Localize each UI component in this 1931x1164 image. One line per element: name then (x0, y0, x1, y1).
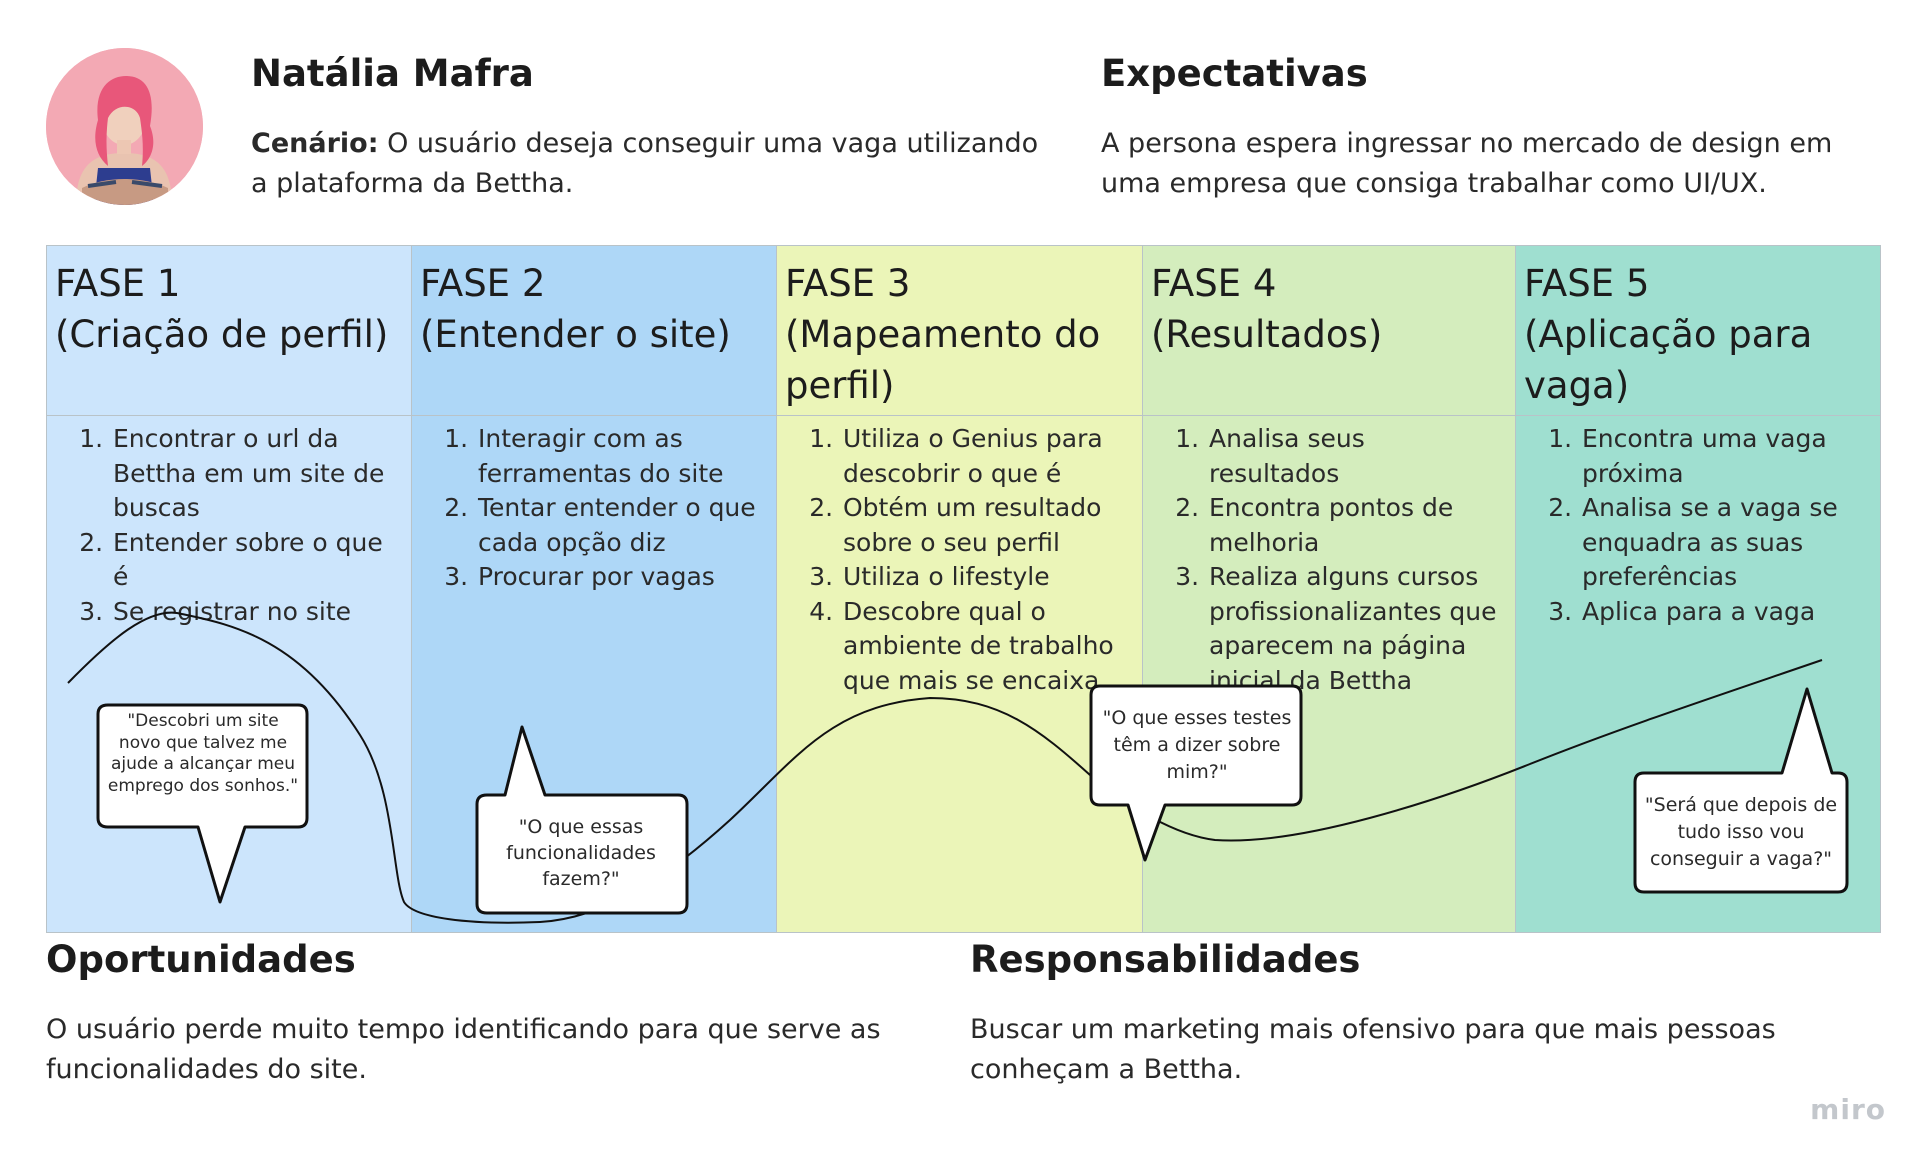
phase-3-header: FASE 3 (Mapeamento do perfil) (777, 246, 1142, 416)
phase-4-header: FASE 4 (Resultados) (1143, 246, 1515, 416)
list-item: Realiza alguns cursos profissionalizante… (1207, 560, 1501, 698)
phase-4: FASE 4 (Resultados) Analisa seus resulta… (1143, 246, 1516, 932)
phase-1: FASE 1 (Criação de perfil) Encontrar o u… (47, 246, 412, 932)
phase-1-title: FASE 1 (55, 262, 181, 305)
phase-1-header: FASE 1 (Criação de perfil) (47, 246, 411, 416)
list-item: Analisa se a vaga se enquadra as suas pr… (1580, 491, 1866, 595)
scenario-body: O usuário deseja conseguir uma vaga util… (251, 128, 1039, 199)
phase-3-steps: Utiliza o Genius para descobrir o que é … (777, 416, 1142, 698)
scenario-text: Cenário: O usuário deseja conseguir uma … (251, 124, 1041, 204)
list-item: Utiliza o Genius para descobrir o que é (841, 422, 1128, 491)
list-item: Utiliza o lifestyle (841, 560, 1128, 595)
phase-5-title: FASE 5 (1524, 262, 1650, 305)
miro-watermark: miro (1810, 1093, 1886, 1126)
phase-3-subtitle-line-1: (Mapeamento do (785, 313, 1101, 356)
expectations-title: Expectativas (1101, 52, 1368, 95)
opportunities-title: Oportunidades (46, 938, 356, 981)
phase-3-subtitle-line-2: perfil) (785, 364, 895, 407)
phase-1-steps: Encontrar o url da Bettha em um site de … (47, 416, 411, 629)
list-item: Procurar por vagas (476, 560, 762, 595)
phase-5-subtitle-line-2: vaga) (1524, 364, 1630, 407)
phase-2-header: FASE 2 (Entender o site) (412, 246, 776, 416)
persona-photo (46, 48, 203, 205)
phase-2-subtitle: (Entender o site) (420, 313, 731, 356)
list-item: Interagir com as ferramentas do site (476, 422, 762, 491)
list-item: Se registrar no site (111, 595, 397, 630)
phase-4-subtitle: (Resultados) (1151, 313, 1383, 356)
list-item: Tentar entender o que cada opção diz (476, 491, 762, 560)
list-item: Encontra pontos de melhoria (1207, 491, 1501, 560)
persona-avatar (46, 48, 203, 205)
quote-1: "Descobri um site novo que talvez me aju… (107, 711, 299, 796)
phase-3-title: FASE 3 (785, 262, 911, 305)
list-item: Entender sobre o que é (111, 526, 397, 595)
scenario-label: Cenário: (251, 128, 379, 159)
expectations-text: A persona espera ingressar no mercado de… (1101, 128, 1833, 199)
responsibilities-title: Responsabilidades (970, 938, 1361, 981)
list-item: Obtém um resultado sobre o seu perfil (841, 491, 1128, 560)
phase-4-title: FASE 4 (1151, 262, 1277, 305)
quote-2: "O que essas funcionalidades fazem?" (506, 816, 656, 890)
phase-5-subtitle-line-1: (Aplicação para (1524, 313, 1813, 356)
phase-5-header: FASE 5 (Aplicação para vaga) (1516, 246, 1880, 416)
persona-name: Natália Mafra (251, 52, 534, 95)
phase-2-title: FASE 2 (420, 262, 546, 305)
phase-5-steps: Encontra uma vaga próxima Analisa se a v… (1516, 416, 1880, 629)
responsibilities-text: Buscar um marketing mais ofensivo para q… (970, 1014, 1776, 1085)
phase-2-steps: Interagir com as ferramentas do site Ten… (412, 416, 776, 595)
list-item: Descobre qual o ambiente de trabalho que… (841, 595, 1128, 699)
list-item: Encontra uma vaga próxima (1580, 422, 1866, 491)
list-item: Analisa seus resultados (1207, 422, 1501, 491)
phase-1-subtitle: (Criação de perfil) (55, 313, 389, 356)
quote-3: "O que esses testes têm a dizer sobre mi… (1102, 707, 1292, 783)
opportunities-text: O usuário perde muito tempo identificand… (46, 1014, 881, 1085)
list-item: Aplica para a vaga (1580, 595, 1866, 630)
journey-board: FASE 1 (Criação de perfil) Encontrar o u… (46, 245, 1881, 933)
phase-3: FASE 3 (Mapeamento do perfil) Utiliza o … (777, 246, 1143, 932)
quote-4: "Será que depois de tudo isso vou conseg… (1644, 794, 1838, 870)
phase-4-steps: Analisa seus resultados Encontra pontos … (1143, 416, 1515, 698)
list-item: Encontrar o url da Bettha em um site de … (111, 422, 397, 526)
